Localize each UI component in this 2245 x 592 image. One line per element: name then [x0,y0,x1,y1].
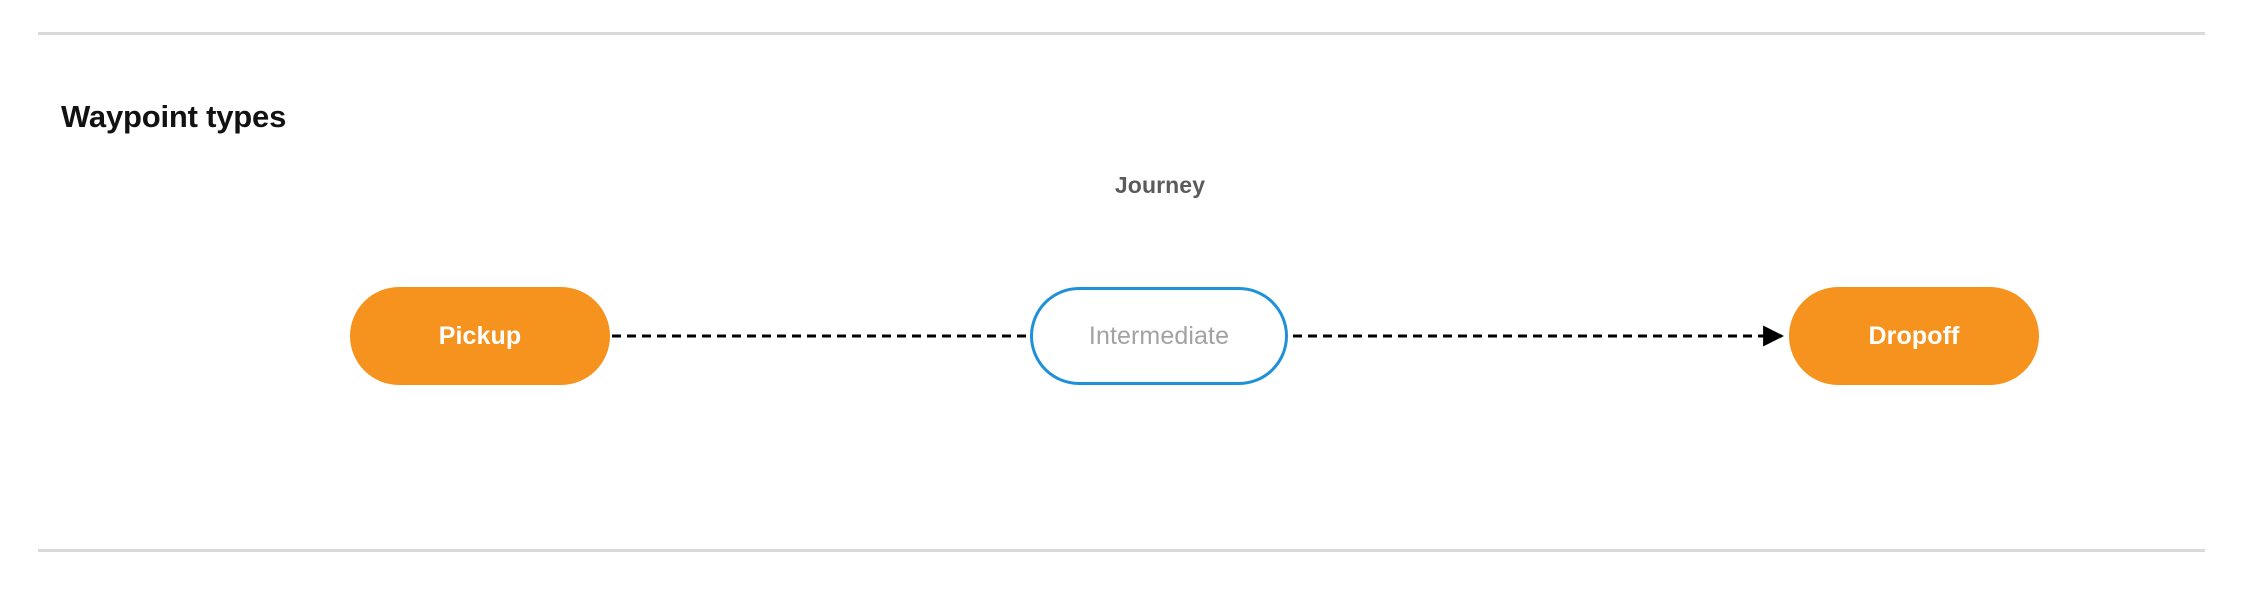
waypoint-node-intermediate[interactable]: Intermediate [1030,287,1288,385]
top-divider [38,32,2205,35]
journey-group-label: Journey [1114,172,1206,198]
bottom-divider [38,549,2205,552]
page-title: Waypoint types [61,98,287,134]
waypoint-node-dropoff[interactable]: Dropoff [1789,287,2039,385]
waypoint-node-dropoff-label: Dropoff [1868,321,1960,350]
waypoint-node-intermediate-label: Intermediate [1088,321,1230,350]
waypoint-node-pickup[interactable]: Pickup [350,287,610,385]
waypoint-node-pickup-label: Pickup [438,321,522,350]
